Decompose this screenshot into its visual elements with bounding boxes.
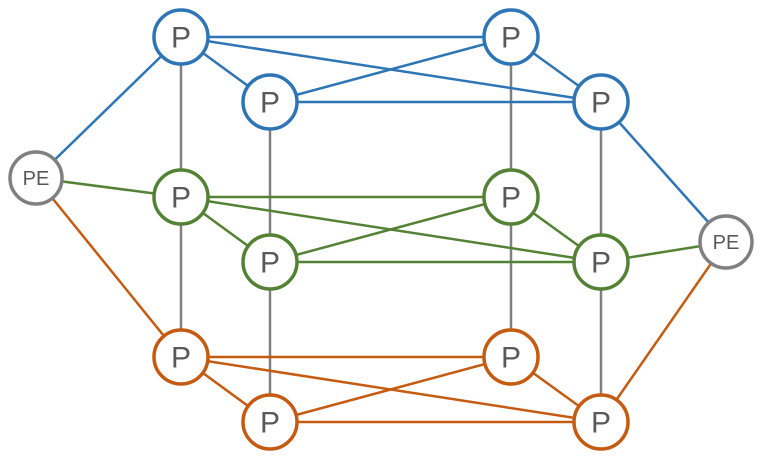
pe-right-node: PE (698, 214, 754, 270)
p-node-green-front-left-circle (241, 233, 299, 291)
p-node-orange-back-right: P (482, 328, 540, 386)
p-node-orange-back-right-circle (482, 328, 540, 386)
pe-right-to-blue-link (600, 101, 727, 243)
pe-left-to-orange-link (35, 177, 182, 358)
p-node-orange-back-left-circle (152, 328, 210, 386)
p-node-orange-front-right: P (572, 393, 630, 451)
p-node-orange-back-left: P (152, 328, 210, 386)
pe-left-node-circle (8, 150, 64, 206)
p-node-green-front-right-label: P (591, 247, 611, 280)
p-node-orange-front-right-label: P (591, 407, 611, 440)
pe-right-node-circle (698, 214, 754, 270)
p-node-blue-front-left-circle (241, 73, 299, 131)
pe-left-to-blue-link (35, 36, 182, 179)
p-node-green-back-left-label: P (171, 182, 191, 215)
p-node-green-front-left: P (241, 233, 299, 291)
p-node-orange-front-left-label: P (260, 407, 280, 440)
p-node-green-front-left-label: P (260, 247, 280, 280)
p-node-blue-back-left-label: P (171, 22, 191, 55)
blue-link-back-right-to-front-left (269, 35, 512, 104)
p-node-blue-front-right-label: P (591, 87, 611, 120)
p-node-green-back-right-label: P (501, 182, 521, 215)
p-node-blue-back-left: P (152, 8, 210, 66)
pe-right-to-orange-link (599, 241, 728, 423)
p-node-green-back-right-circle (482, 168, 540, 226)
p-node-blue-back-right: P (482, 8, 540, 66)
p-node-green-back-left-circle (152, 168, 210, 226)
p-node-orange-back-left-label: P (171, 342, 191, 375)
pe-left-node-label: PE (23, 168, 50, 190)
p-node-blue-front-right-circle (572, 73, 630, 131)
p-node-green-front-right-circle (572, 233, 630, 291)
p-node-orange-back-right-label: P (501, 342, 521, 375)
p-node-blue-back-left-circle (152, 8, 210, 66)
p-node-orange-front-left-circle (241, 393, 299, 451)
green-link-back-right-to-front-left (269, 195, 512, 264)
p-node-blue-front-left: P (241, 73, 299, 131)
p-node-green-back-right: P (482, 168, 540, 226)
p-node-orange-front-right-circle (572, 393, 630, 451)
orange-link-back-right-to-front-left (269, 355, 512, 424)
p-node-orange-front-left: P (241, 393, 299, 451)
p-node-blue-front-left-label: P (260, 87, 280, 120)
pe-left-node: PE (8, 150, 64, 206)
pe-right-node-label: PE (713, 232, 740, 254)
p-node-green-front-right: P (572, 233, 630, 291)
p-node-green-back-left: P (152, 168, 210, 226)
p-node-blue-back-right-label: P (501, 22, 521, 55)
nodes-layer: P P P P P P P P P P P P PE PE (8, 8, 754, 451)
p-node-blue-front-right: P (572, 73, 630, 131)
p-node-blue-back-right-circle (482, 8, 540, 66)
